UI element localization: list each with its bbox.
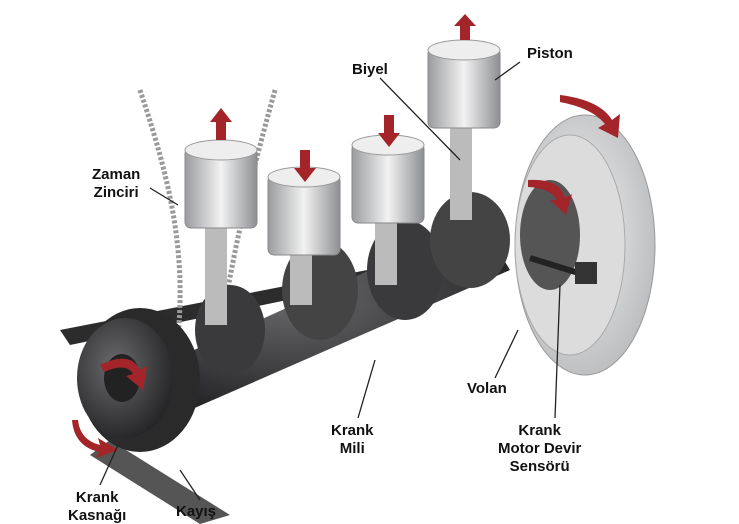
- arrow-down-icon: [294, 150, 316, 182]
- label-line: Sensörü: [509, 458, 570, 475]
- label-volan: Volan: [467, 380, 507, 397]
- label-line: Kasnağı: [68, 507, 127, 524]
- label-line: Zaman: [92, 166, 141, 183]
- leader-lines: [99, 61, 561, 501]
- rotate-arrow-icon: [100, 358, 147, 390]
- crank-sensor: [529, 255, 597, 284]
- rotate-arrow-icon: [560, 95, 620, 138]
- rotate-arrow-icon: [72, 420, 118, 458]
- rotate-arrow-icon: [528, 179, 572, 215]
- belt-lower: [90, 440, 230, 524]
- label-line: Zinciri: [93, 184, 139, 201]
- label-kayis: Kayış: [176, 503, 217, 520]
- motion-arrows: [72, 14, 620, 458]
- label-line: Mili: [339, 440, 365, 457]
- arrow-down-icon: [378, 115, 400, 147]
- label-line: Krank: [518, 422, 561, 439]
- label-line: Krank: [331, 422, 374, 439]
- arrow-up-icon: [454, 14, 476, 40]
- label-piston: Piston: [527, 45, 573, 62]
- label-line: Krank: [75, 489, 119, 506]
- pistons: [184, 39, 501, 325]
- label-line: Motor Devir: [498, 440, 582, 457]
- arrow-up-icon: [210, 108, 232, 140]
- label-biyel: Biyel: [352, 61, 388, 78]
- flywheel: [514, 114, 656, 376]
